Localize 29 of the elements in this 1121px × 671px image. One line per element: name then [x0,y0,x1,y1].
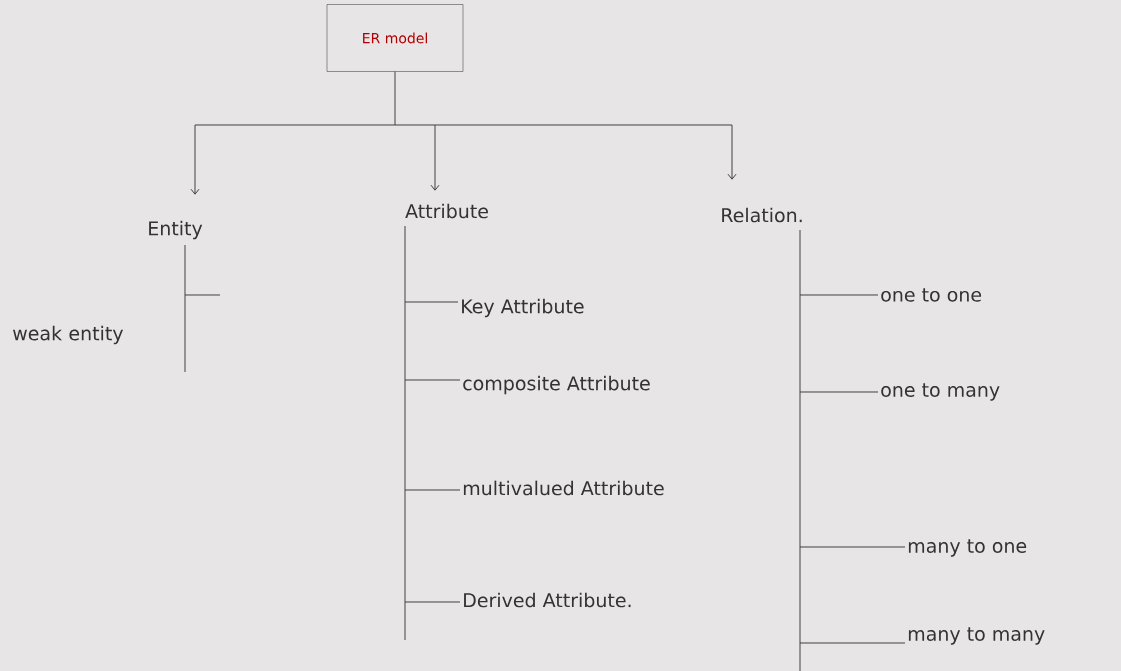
connector-line [799,642,906,644]
node-label: composite Attribute [463,375,650,395]
connector-line [404,379,461,381]
node-label: one to many [881,383,1000,401]
trunk-line [194,71,733,126]
model-box: ER model [326,4,464,72]
connector-line [799,294,879,296]
connector-line [404,301,459,303]
node-label: Derived Attribute. [464,592,631,608]
connector-line [184,294,221,296]
connector-line [799,546,906,548]
node-label: many to many [908,627,1045,645]
connector-line [404,601,461,603]
connector-line [727,124,737,180]
connector-line [404,489,461,491]
node-label: Relation. [722,207,802,223]
trunk-line [404,225,406,641]
connector-line [190,124,200,195]
node-label: Entity [149,220,203,240]
node-label: Key Attribute [462,298,584,318]
node-label: multivalued Attribute [463,480,664,496]
node-label: Attribute [405,203,488,219]
connector-line [799,391,879,393]
trunk-line [799,229,801,671]
connector-line [430,124,440,191]
trunk-line [184,244,186,373]
node-label: one to one [881,288,982,302]
node-label: weak entity [13,325,123,345]
node-label: many to one [908,539,1027,557]
